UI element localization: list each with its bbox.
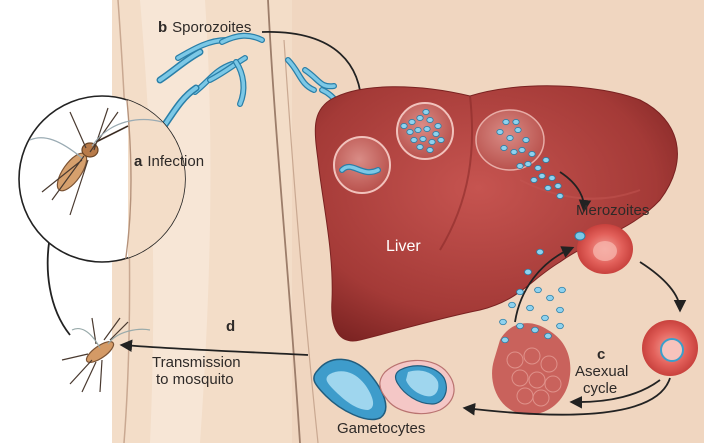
merozoite-dot (543, 157, 549, 162)
transmission-line1: Transmission (152, 354, 241, 371)
merozoite-dot (517, 163, 523, 168)
asexual-line2: cycle (575, 380, 628, 397)
merozoite-dot (539, 173, 545, 178)
label-transmission: Transmission to mosquito (152, 354, 241, 388)
merozoite-dot (547, 295, 554, 300)
merozoite-dot (511, 149, 517, 154)
merozoite-dot (557, 323, 564, 328)
merozoite-dot (401, 123, 407, 128)
merozoite-dot (519, 147, 525, 152)
merozoite-dot (529, 151, 535, 156)
merozoite-dot (517, 289, 524, 294)
merozoite-dot (435, 123, 441, 128)
merozoite-dot (535, 165, 541, 170)
merozoite-dot (517, 323, 524, 328)
merozoite-dot (438, 137, 444, 142)
label-gametocytes: Gametocytes (337, 420, 425, 438)
merozoite-dot (509, 302, 516, 307)
merozoite-dot (557, 193, 563, 198)
merozoite-dot (407, 129, 413, 134)
label-liver: Liver (386, 238, 421, 256)
merozoite-dot (417, 144, 423, 149)
merozoite-dot (420, 136, 426, 141)
merozoite-dot (537, 249, 544, 254)
label-infection: a Infection (134, 153, 204, 171)
merozoite-dot (525, 161, 531, 166)
label-sporozoites: b Sporozoites (158, 19, 251, 37)
merozoite-dot (427, 117, 433, 122)
merozoite-dot (415, 127, 421, 132)
hepatocyte-sporozoite (334, 137, 390, 193)
letter-b: b (158, 19, 167, 36)
merozoite-dot (409, 119, 415, 124)
sporozoites-text: Sporozoites (172, 19, 251, 36)
merozoite-dot (507, 135, 513, 140)
merozoite-dot (557, 307, 564, 312)
merozoite-dot (545, 333, 552, 338)
merozoite-dot (423, 109, 429, 114)
transmission-line2: to mosquito (152, 371, 241, 388)
merozoite-dot (523, 137, 529, 142)
merozoite-dot (527, 305, 534, 310)
red-blood-cell-ring (642, 320, 698, 376)
merozoite-dot (513, 119, 519, 124)
letter-a: a (134, 153, 142, 170)
merozoite-dot (502, 337, 509, 342)
label-asexual-cycle: c Asexual cycle (575, 346, 628, 397)
merozoite-dot (497, 129, 503, 134)
merozoite-dot (429, 139, 435, 144)
merozoite-dot (500, 319, 507, 324)
merozoite-dot (549, 175, 555, 180)
merozoite-dot (525, 269, 532, 274)
infection-text: Infection (147, 153, 204, 170)
merozoite-dot (411, 137, 417, 142)
merozoite-dot (424, 126, 430, 131)
merozoite-dot (427, 147, 433, 152)
merozoite-dot (542, 315, 549, 320)
letter-c: c (575, 346, 628, 363)
asexual-line1: Asexual (575, 363, 628, 380)
merozoite-dot (503, 119, 509, 124)
merozoite-dot (417, 115, 423, 120)
merozoite-dot (532, 327, 539, 332)
merozoite-dot (531, 177, 537, 182)
merozoite-dot (555, 183, 561, 188)
merozoite-dot (433, 131, 439, 136)
letter-d: d (226, 318, 235, 336)
merozoite-dot (501, 145, 507, 150)
label-merozoites: Merozoites (576, 202, 649, 220)
merozoite-dot (545, 185, 551, 190)
merozoite-dot (515, 127, 521, 132)
merozoite-dot (535, 287, 542, 292)
merozoite-dot (559, 287, 566, 292)
